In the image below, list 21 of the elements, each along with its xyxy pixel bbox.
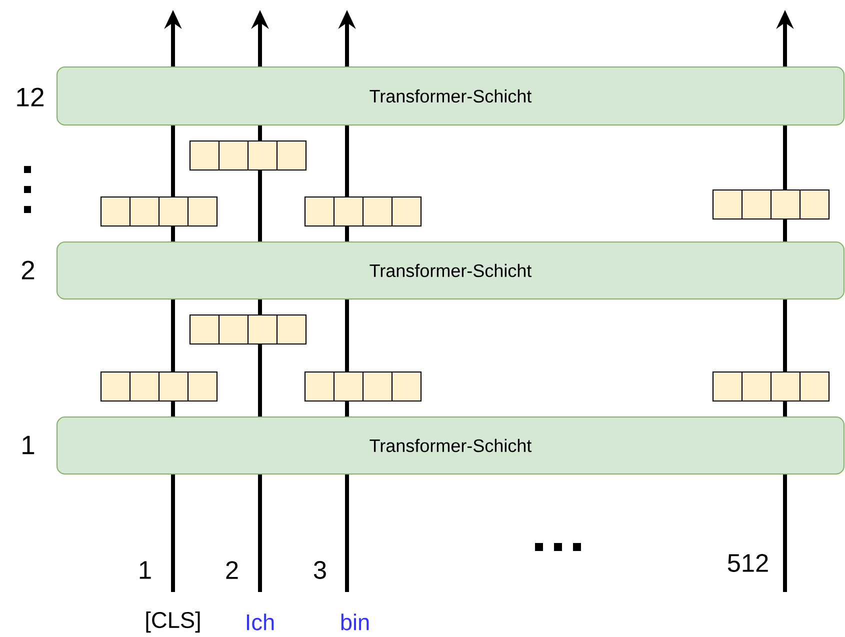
embedding-vector [712, 371, 830, 402]
position-number: 3 [314, 561, 326, 579]
embedding-vector [712, 189, 830, 220]
embedding-vector [100, 196, 218, 227]
layer-box: Transformer-Schicht [56, 241, 845, 300]
embedding-vector [100, 371, 218, 402]
layer-box: Transformer-Schicht [56, 66, 845, 126]
position-number: 512 [728, 554, 768, 572]
token-label: bin [341, 614, 369, 630]
embedding-vector [189, 140, 307, 171]
embedding-vector [304, 371, 422, 402]
token-label: Ich [246, 614, 274, 630]
layer-number: 12 [17, 88, 44, 106]
embedding-vector [304, 196, 422, 227]
position-number: 1 [140, 561, 151, 579]
layer-number: 1 [22, 436, 34, 454]
token-label: [CLS] [146, 611, 200, 633]
layer-box: Transformer-Schicht [56, 416, 845, 475]
position-number: 2 [226, 561, 238, 579]
embedding-vector [189, 314, 307, 345]
layer-number: 2 [22, 260, 34, 280]
